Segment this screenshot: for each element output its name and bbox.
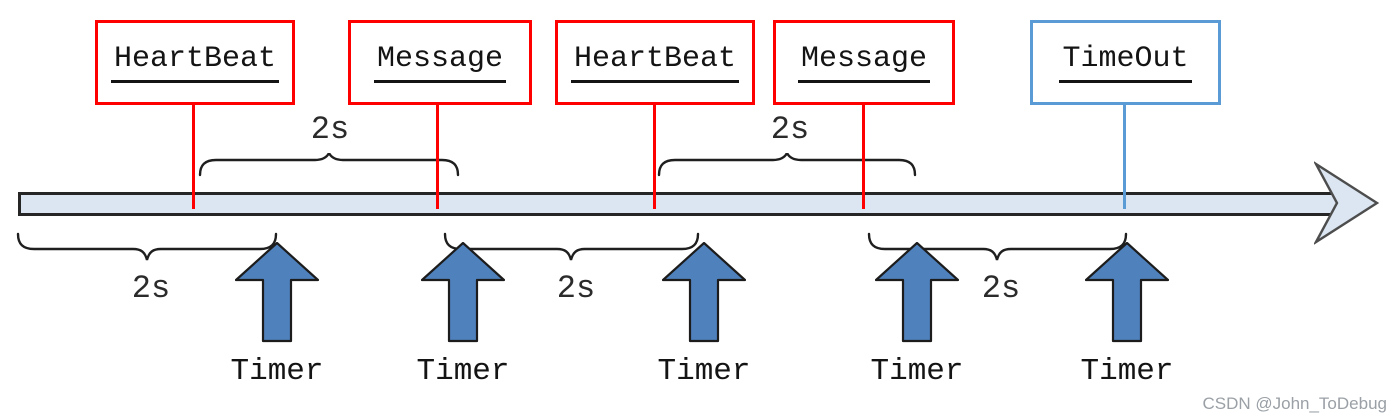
timer-arrow-icon-3 [662,242,746,343]
up-arrow-shape [662,242,746,343]
event-box-timeout: TimeOut [1030,20,1221,105]
timer-label-3: Timer [657,354,751,389]
interval-brace-above-1 [198,153,460,177]
event-label: Message [373,42,507,83]
event-box-message-2: Message [773,20,955,105]
timer-arrow-icon-5 [1085,242,1169,343]
event-label: Message [797,42,931,83]
timeline-bar [18,192,1340,216]
interval-label-below-1: 2s [131,270,171,307]
interval-brace-below-1 [16,232,278,261]
brace-stroke [16,232,278,261]
interval-label-below-3: 2s [981,270,1021,307]
interval-brace-below-2 [443,232,700,261]
interval-brace-above-2 [657,153,917,177]
timer-label-2: Timer [416,354,510,389]
watermark: CSDN @John_ToDebug [1202,394,1387,413]
brace-stroke [198,153,460,177]
up-arrow-shape [235,242,319,343]
up-arrow-shape [875,242,959,343]
up-arrow-shape [421,242,505,343]
event-stem-timeout [1123,105,1126,209]
interval-label-below-2: 2s [556,270,596,307]
interval-brace-below-3 [867,232,1128,261]
up-arrow-shape [1085,242,1169,343]
event-label: TimeOut [1059,42,1192,83]
event-box-message-1: Message [348,20,532,105]
interval-label-above-1: 2s [310,111,350,148]
interval-label-above-2: 2s [770,111,810,148]
event-box-heartbeat-1: HeartBeat [95,20,295,105]
timer-label-5: Timer [1080,354,1174,389]
timer-arrow-icon-1 [235,242,319,343]
brace-stroke [867,232,1128,261]
event-stem-message-2 [862,105,865,209]
event-stem-heartbeat-1 [192,105,195,209]
event-label: HeartBeat [570,42,740,83]
event-box-heartbeat-2: HeartBeat [555,20,755,105]
timeline-arrowhead-icon [1314,161,1380,245]
event-stem-message-1 [436,105,439,209]
arrowhead-shape [1314,161,1380,245]
timer-label-4: Timer [870,354,964,389]
timer-label-1: Timer [230,354,324,389]
event-label: HeartBeat [110,42,280,83]
event-stem-heartbeat-2 [653,105,656,209]
brace-stroke [657,153,917,177]
timer-arrow-icon-2 [421,242,505,343]
timer-arrow-icon-4 [875,242,959,343]
brace-stroke [443,232,700,261]
